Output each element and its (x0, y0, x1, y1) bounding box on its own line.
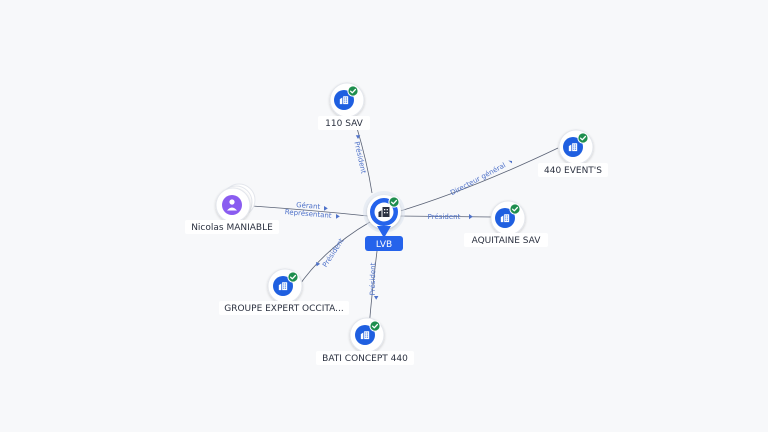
arrow-nicolas-1 (324, 206, 328, 211)
node-label-groupe-expert: GROUPE EXPERT OCCITA... (224, 304, 343, 314)
check-badge-icon (287, 271, 299, 283)
node-groupe-expert[interactable]: GROUPE EXPERT OCCITA... (219, 268, 349, 315)
check-badge-icon (577, 132, 589, 144)
arrow-110-sav (355, 135, 361, 139)
center-node-lvb[interactable]: LVB (363, 191, 405, 251)
edge-aquitaine-sav (397, 215, 493, 218)
edge-label-groupe-expert: Président (321, 237, 346, 269)
arrow-bati-concept (374, 296, 379, 300)
check-badge-icon (388, 196, 400, 208)
building-icon (378, 207, 390, 217)
edge-label-aquitaine-sav: Président (428, 213, 461, 221)
node-nicolas-maniable[interactable]: Nicolas MANIABLE (185, 183, 279, 234)
edge-440-events (396, 147, 559, 213)
arrow-aquitaine-sav (469, 214, 473, 220)
center-node-label: LVB (376, 240, 392, 250)
node-label-440-events: 440 EVENT'S (544, 166, 602, 176)
check-badge-icon (347, 85, 359, 97)
edge-nicolas-maniable (251, 205, 369, 217)
node-label-nicolas-maniable: Nicolas MANIABLE (191, 223, 273, 233)
person-icon (227, 199, 237, 211)
node-label-110-sav: 110 SAV (325, 119, 364, 129)
edge-groupe-expert (297, 221, 371, 288)
arrow-groupe-expert (316, 262, 321, 267)
arrow-nicolas-2 (336, 214, 340, 219)
node-bati-concept[interactable]: BATI CONCEPT 440 (316, 317, 414, 365)
check-badge-icon (509, 203, 521, 215)
node-label-bati-concept: BATI CONCEPT 440 (322, 354, 408, 364)
edge-label-440-events: Directeur général (449, 161, 507, 197)
arrow-440-events (508, 160, 513, 164)
edge-label-nicolas-gerant: Gérant (296, 201, 321, 211)
node-label-aquitaine-sav: AQUITAINE SAV (472, 236, 542, 246)
edge-label-bati-concept: Président (369, 262, 378, 295)
node-440-events[interactable]: 440 EVENT'S (538, 129, 608, 177)
node-110-sav[interactable]: 110 SAV (318, 82, 370, 130)
check-badge-icon (369, 320, 381, 332)
node-aquitaine-sav[interactable]: AQUITAINE SAV (464, 200, 548, 247)
